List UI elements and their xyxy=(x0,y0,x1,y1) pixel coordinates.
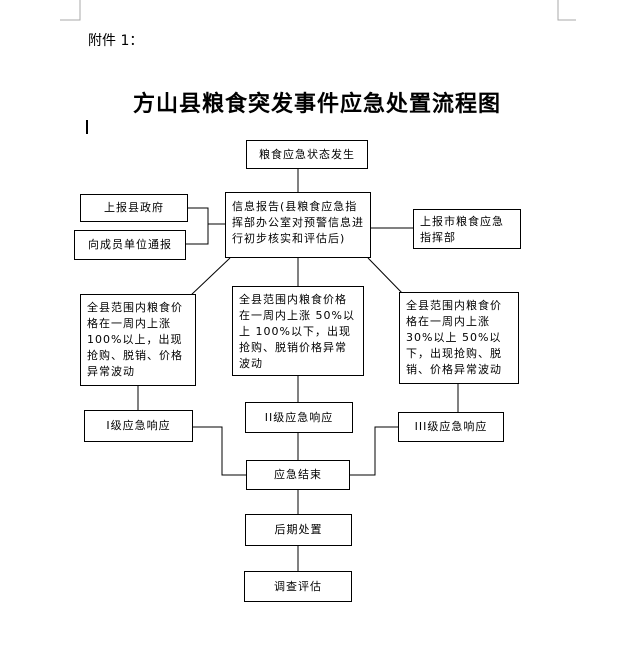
attachment-label: 附件 1： xyxy=(88,33,144,49)
level3-condition-box: 全县范围内粮食价格在一周内上涨 30%以上 50%以下，出现抢购、脱销、价格异常… xyxy=(399,292,519,384)
event-occurs-box: 粮食应急状态发生 xyxy=(246,140,368,169)
info-report-box: 信息报告(县粮食应急指挥部办公室对预警信息进行初步核实和评估后) xyxy=(225,192,371,258)
connector-level3-to-end xyxy=(350,426,398,476)
connector-level1-to-end xyxy=(193,426,246,476)
report-city-hq-box: 上报市粮食应急指挥部 xyxy=(413,209,521,249)
level2-condition-box: 全县范围内粮食价格在一周内上涨 50%以上 100%以下，出现抢购、脱销价格异常… xyxy=(232,286,364,376)
level2-response-box: II级应急响应 xyxy=(245,402,353,433)
evaluation-box: 调查评估 xyxy=(244,571,352,602)
level1-condition-box: 全县范围内粮食价格在一周内上涨 100%以上，出现抢购、脱销、价格异常波动 xyxy=(80,294,196,386)
report-county-gov-box: 上报县政府 xyxy=(80,194,188,222)
corner-mark-top-right xyxy=(557,0,576,21)
connector-report-to-level1 xyxy=(189,257,231,297)
connector-county-gov xyxy=(188,207,225,225)
page-title: 方山县粮食突发事件应急处置流程图 xyxy=(132,91,501,117)
text-cursor xyxy=(86,120,88,134)
level1-response-box: I级应急响应 xyxy=(84,410,193,442)
emergency-end-box: 应急结束 xyxy=(246,460,350,490)
level3-response-box: III级应急响应 xyxy=(398,412,504,442)
aftermath-box: 后期处置 xyxy=(245,514,352,546)
notify-member-units-box: 向成员单位通报 xyxy=(74,230,186,260)
connector-member-units xyxy=(186,224,209,245)
connector-report-to-level3 xyxy=(367,257,406,297)
corner-mark-top-left xyxy=(60,0,81,21)
